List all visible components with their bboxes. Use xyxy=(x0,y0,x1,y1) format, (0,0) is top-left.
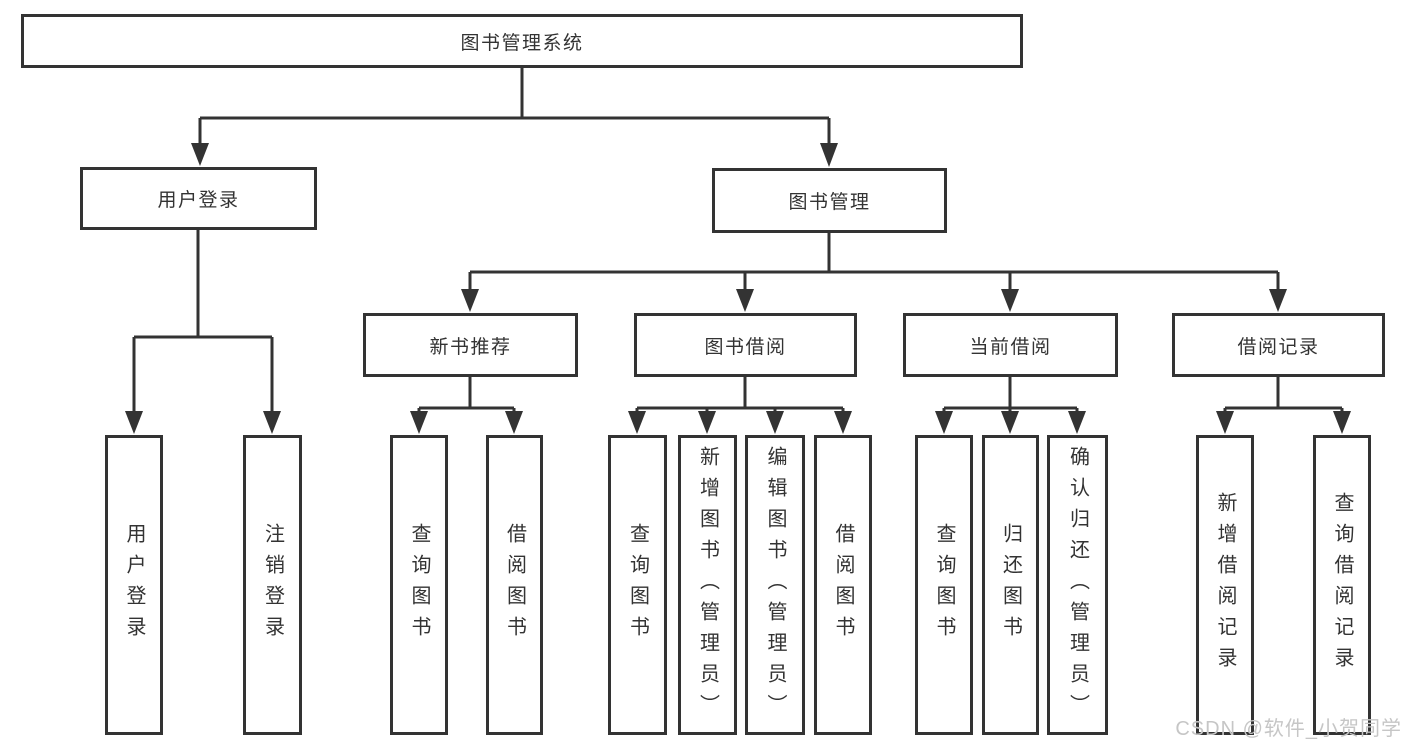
node-new-book-recommendation: 新书推荐 xyxy=(363,313,578,377)
leaf-query-books-borrow: 查询图书 xyxy=(608,435,667,735)
leaf-add-borrow-record: 新增借阅记录 xyxy=(1196,435,1254,735)
leaf-user-login: 用户登录 xyxy=(105,435,163,735)
leaf-return-books: 归还图书 xyxy=(982,435,1039,735)
csdn-watermark: CSDN @软件_小贺同学 xyxy=(1175,718,1402,740)
node-root-library-management-system: 图书管理系统 xyxy=(21,14,1023,68)
node-book-management: 图书管理 xyxy=(712,168,947,233)
leaf-query-borrow-record: 查询借阅记录 xyxy=(1313,435,1371,735)
leaf-query-books-recommend: 查询图书 xyxy=(390,435,448,735)
node-user-login: 用户登录 xyxy=(80,167,317,230)
leaf-edit-books-admin: 编辑图书（管理员） xyxy=(745,435,805,735)
arrowheads xyxy=(125,143,1351,434)
leaf-add-books-admin: 新增图书（管理员） xyxy=(678,435,737,735)
leaf-borrow-books-recommend: 借阅图书 xyxy=(486,435,543,735)
leaf-borrow-books: 借阅图书 xyxy=(814,435,872,735)
leaf-query-books-current: 查询图书 xyxy=(915,435,973,735)
node-borrowing-records: 借阅记录 xyxy=(1172,313,1385,377)
leaf-logout: 注销登录 xyxy=(243,435,302,735)
node-book-borrowing: 图书借阅 xyxy=(634,313,857,377)
leaf-confirm-return-admin: 确认归还（管理员） xyxy=(1047,435,1108,735)
node-current-borrowing: 当前借阅 xyxy=(903,313,1118,377)
